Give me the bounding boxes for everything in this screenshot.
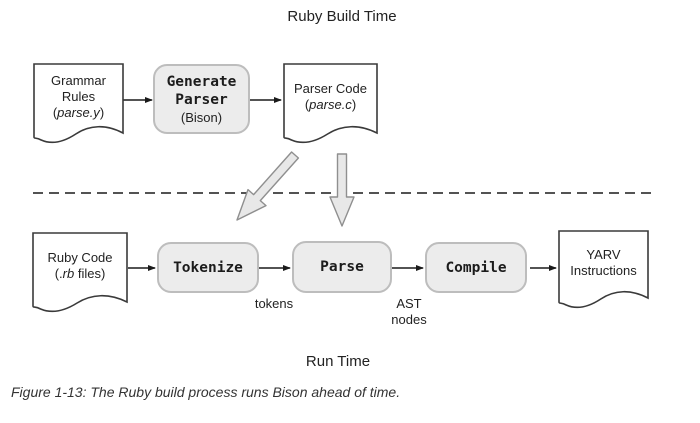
compile-label: Compile [445,259,507,276]
tokens-flow-label: tokens [254,296,294,311]
ast-nodes-flow-label: AST nodes [379,296,439,328]
compile-step: Compile [425,242,527,293]
document-shape [33,63,124,144]
parse-step: Parse [292,241,392,293]
ast-flow-label-line1: AST [396,296,422,311]
ruby-code-document: Ruby Code(.rb files) [32,232,128,314]
document-shape [32,232,128,313]
parse-label: Parse [320,259,364,275]
build-time-title: Ruby Build Time [287,8,397,25]
ast-flow-label-line2: nodes [391,312,427,327]
run-time-title: Run Time [305,353,371,370]
tokenize-step: Tokenize [157,242,259,293]
big-diagonal-down-arrow-icon [236,151,300,221]
document-shape [283,63,378,144]
ruby-code-label: Ruby Code(.rb files) [47,250,113,281]
parser-code-label: Parser Code(parse.c) [294,81,367,112]
figure-caption: Figure 1-13: The Ruby build process runs… [11,384,401,400]
parser-code-document: Parser Code(parse.c) [283,63,378,145]
document-shape [558,230,649,309]
tokenize-label: Tokenize [173,259,243,276]
big-vertical-down-arrow-icon [329,153,355,227]
